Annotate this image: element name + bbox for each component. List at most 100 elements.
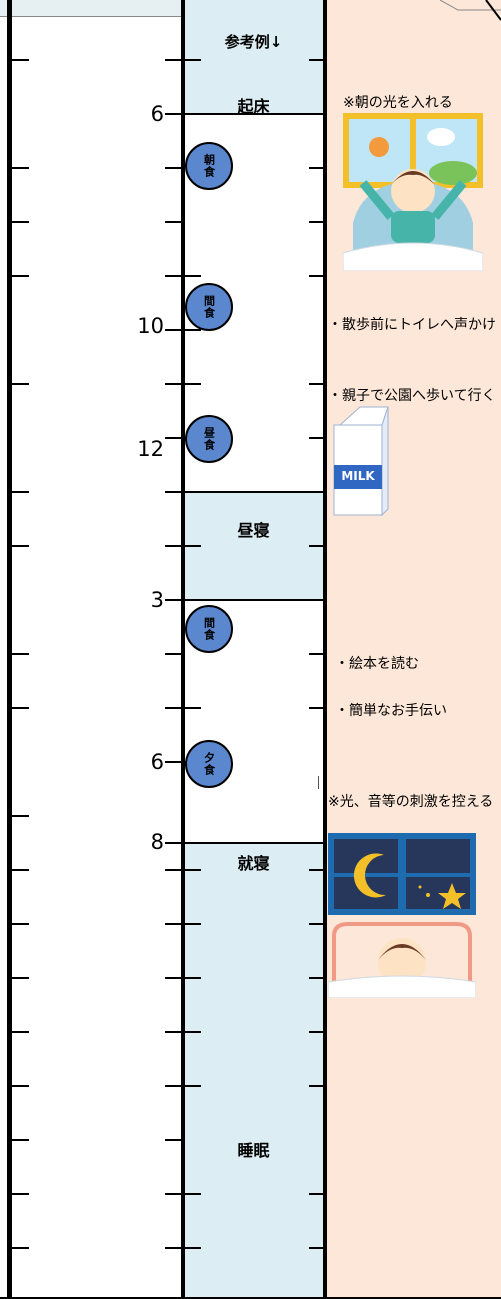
tick (309, 977, 323, 979)
tick (185, 59, 201, 61)
tick (12, 545, 29, 547)
milk-label: MILK (341, 469, 375, 483)
tick (12, 653, 29, 655)
tick (165, 1085, 181, 1087)
band-sleep (183, 842, 324, 1299)
tick (185, 383, 201, 385)
tick (309, 221, 323, 223)
note-park: ・親子で公園へ歩いて行く (328, 388, 496, 404)
meal-dinner-circle: 夕食 (185, 740, 233, 788)
meal-label: 昼食 (202, 427, 216, 451)
tick (12, 1193, 29, 1195)
tick (165, 1247, 181, 1249)
tick (185, 869, 201, 871)
tick (165, 869, 181, 871)
tick (165, 221, 181, 223)
band-header (183, 0, 324, 113)
night-window-illustration (328, 833, 476, 915)
tick (185, 275, 201, 277)
hour-label: 3 (150, 588, 164, 612)
tick (165, 977, 181, 979)
tick (12, 1031, 29, 1033)
tick (12, 1085, 29, 1087)
tick (309, 923, 323, 925)
hour-line-12 (165, 437, 201, 439)
tick (309, 167, 323, 169)
tick (309, 1031, 323, 1033)
meal-label: 朝食 (202, 154, 216, 178)
corner-fold (439, 0, 501, 22)
note-stimulus: ※光、音等の刺激を控える (328, 794, 494, 810)
note-chores: ・簡単なお手伝い (335, 703, 447, 719)
tick (185, 707, 201, 709)
hour-line-8 (165, 842, 323, 844)
hour-line-6am (165, 113, 323, 115)
hour-label: 6 (150, 102, 164, 126)
note-morning-light: ※朝の光を入れる (343, 95, 453, 111)
tick (12, 59, 29, 61)
tick (185, 1247, 201, 1249)
note-picture-book: ・絵本を読む (335, 656, 419, 672)
small-mark (318, 776, 319, 789)
meal-label: 間食 (202, 295, 216, 319)
hour-line-6pm (165, 761, 201, 763)
tick (309, 59, 323, 61)
tick (309, 1085, 323, 1087)
hour-label: 12 (137, 437, 164, 461)
tick (185, 923, 201, 925)
tick (12, 815, 29, 817)
tick (165, 59, 181, 61)
tick (309, 653, 323, 655)
tick (165, 545, 181, 547)
tick (165, 1139, 181, 1141)
tick (165, 923, 181, 925)
activity-wake: 起床 (237, 97, 270, 116)
tick (12, 275, 29, 277)
reference-label: 参考例↓ (224, 33, 283, 51)
tick (185, 1031, 201, 1033)
activity-sleep: 睡眠 (237, 1141, 270, 1160)
tick (12, 383, 29, 385)
tick (309, 437, 323, 439)
tick (165, 383, 181, 385)
tick (185, 977, 201, 979)
activity-bedtime: 就寝 (237, 854, 270, 873)
tick (165, 491, 181, 493)
tick (12, 869, 29, 871)
meal-breakfast-circle: 朝食 (185, 142, 233, 190)
tick (12, 977, 29, 979)
tick (12, 1139, 29, 1141)
middle-rail (181, 0, 185, 1299)
tick (165, 1193, 181, 1195)
top-bar (0, 0, 185, 17)
hour-line-3 (165, 599, 323, 601)
tick (12, 167, 29, 169)
tick (309, 383, 323, 385)
hour-line-10 (165, 329, 201, 331)
tick (309, 275, 323, 277)
tick (165, 707, 181, 709)
tick (12, 707, 29, 709)
tick (165, 653, 181, 655)
tick (165, 1031, 181, 1033)
tick (165, 167, 181, 169)
tick (12, 923, 29, 925)
hour-label: 8 (150, 830, 164, 854)
left-rail (7, 0, 12, 1299)
activity-nap: 昼寝 (237, 521, 270, 540)
hour-line-1pm (185, 491, 323, 493)
tick (12, 491, 29, 493)
tick (185, 545, 201, 547)
tick (185, 1085, 201, 1087)
tick (309, 1247, 323, 1249)
right-rail (323, 0, 327, 1299)
meal-label: 夕食 (202, 752, 216, 776)
note-toilet: ・散歩前にトイレへ声かけ (328, 317, 496, 333)
tick (309, 1193, 323, 1195)
milk-carton-illustration: MILK (330, 405, 390, 517)
tick (185, 1193, 201, 1195)
tick (165, 275, 181, 277)
bottom-border (0, 1297, 501, 1299)
tick (309, 869, 323, 871)
meal-label: 間食 (202, 617, 216, 641)
